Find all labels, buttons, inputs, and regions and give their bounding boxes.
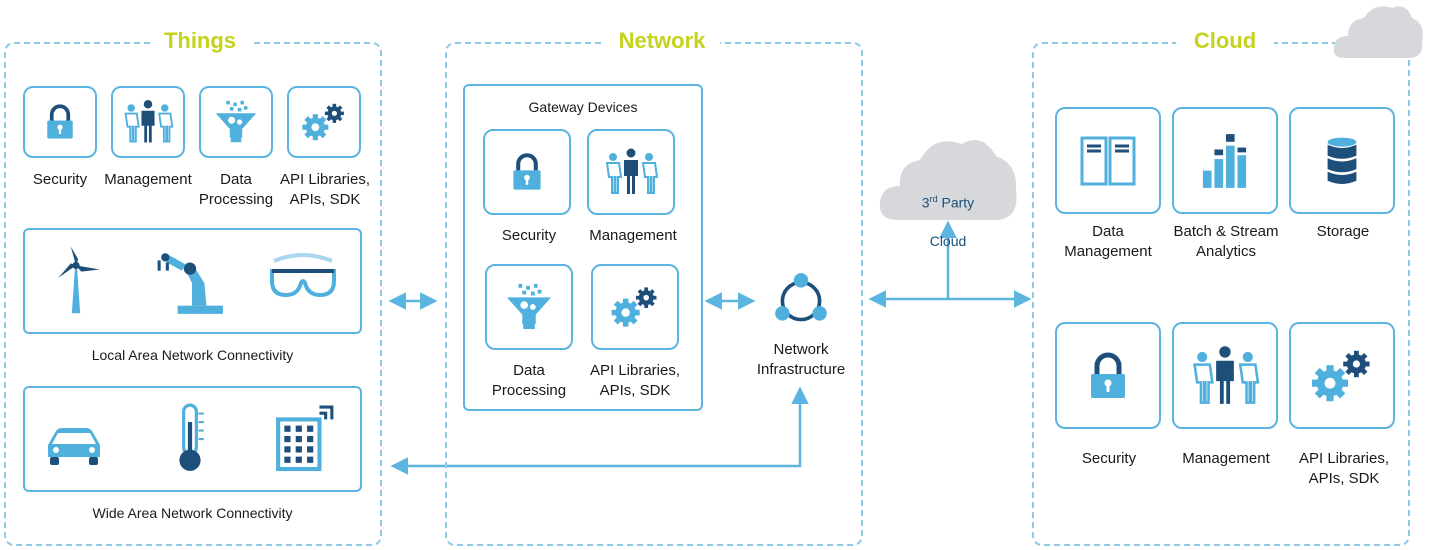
gateway-devices-panel[interactable] bbox=[463, 84, 703, 411]
gears-icon bbox=[298, 101, 350, 143]
people-icon bbox=[601, 147, 661, 197]
cloud-title: Cloud bbox=[1176, 28, 1274, 54]
things-security-label: Security bbox=[32, 171, 88, 188]
smart-glasses-icon bbox=[268, 250, 338, 302]
padlock-icon bbox=[511, 151, 543, 193]
network-title: Network bbox=[604, 28, 720, 54]
robot-arm-icon bbox=[155, 248, 227, 316]
cloud-management-label: Management bbox=[1182, 450, 1270, 467]
cloud-storage-label: Storage bbox=[1316, 223, 1370, 240]
people-icon bbox=[120, 99, 176, 145]
funnel-gears-icon bbox=[214, 100, 258, 144]
third-party-cloud-shape bbox=[879, 140, 1017, 220]
wind-turbine-icon bbox=[50, 246, 102, 316]
cloud-analytics-tile[interactable] bbox=[1172, 107, 1278, 214]
things-management-label: Management bbox=[104, 171, 192, 188]
gateway-management-tile[interactable] bbox=[587, 129, 675, 215]
network-infrastructure-label: Network Infrastructure bbox=[756, 341, 846, 378]
database-icon bbox=[1324, 135, 1360, 187]
cloud-api-tile[interactable] bbox=[1289, 322, 1395, 429]
cloud-security-label: Security bbox=[1081, 450, 1137, 467]
things-title: Things bbox=[150, 28, 250, 54]
cloud-data-management-tile[interactable] bbox=[1055, 107, 1161, 214]
things-management-tile[interactable] bbox=[111, 86, 185, 158]
things-api-label: API Libraries, APIs, SDK bbox=[279, 171, 371, 208]
thermometer-icon bbox=[174, 403, 206, 473]
car-icon bbox=[44, 422, 104, 468]
gateway-devices-title: Gateway Devices bbox=[528, 99, 638, 115]
cloud-data-management-label: Data Management bbox=[1064, 223, 1152, 260]
third-party-prefix: 3 bbox=[921, 194, 930, 211]
padlock-icon bbox=[1088, 350, 1128, 402]
gateway-security-tile[interactable] bbox=[483, 129, 571, 215]
things-data-processing-label: Data Processing bbox=[198, 171, 274, 208]
third-party-suffix: Party bbox=[937, 194, 975, 211]
third-party-line2: Cloud bbox=[929, 232, 967, 249]
third-party-sup: rd bbox=[929, 194, 938, 204]
things-security-tile[interactable] bbox=[23, 86, 97, 158]
cloud-api-label: API Libraries, APIs, SDK bbox=[1298, 450, 1390, 487]
things-api-tile[interactable] bbox=[287, 86, 361, 158]
cloud-analytics-label: Batch & Stream Analytics bbox=[1173, 223, 1279, 260]
network-nodes-icon bbox=[770, 272, 832, 330]
people-icon bbox=[1187, 345, 1263, 407]
smart-building-icon bbox=[274, 402, 336, 472]
bar-chart-icon bbox=[1201, 132, 1249, 190]
gateway-data-processing-tile[interactable] bbox=[485, 264, 573, 350]
gateway-api-label: API Libraries, APIs, SDK bbox=[589, 362, 681, 399]
padlock-icon bbox=[45, 103, 75, 141]
gears-icon bbox=[1306, 347, 1378, 405]
third-party-cloud-label: 3rd Party Cloud bbox=[896, 171, 1000, 251]
gateway-security-label: Security bbox=[501, 227, 557, 244]
gateway-api-tile[interactable] bbox=[591, 264, 679, 350]
cloud-management-tile[interactable] bbox=[1172, 322, 1278, 429]
cloud-security-tile[interactable] bbox=[1055, 322, 1161, 429]
data-files-icon bbox=[1078, 136, 1138, 186]
wan-panel[interactable] bbox=[23, 386, 362, 492]
cloud-decoration-icon bbox=[1333, 6, 1423, 58]
gateway-management-label: Management bbox=[589, 227, 677, 244]
lan-label: Local Area Network Connectivity bbox=[91, 347, 294, 363]
wan-infrastructure-arrow bbox=[390, 386, 809, 475]
gears-icon bbox=[607, 284, 663, 330]
gateway-data-processing-label: Data Processing bbox=[491, 362, 567, 399]
things-data-processing-tile[interactable] bbox=[199, 86, 273, 158]
cloud-storage-tile[interactable] bbox=[1289, 107, 1395, 214]
wan-label: Wide Area Network Connectivity bbox=[92, 505, 293, 521]
funnel-gears-icon bbox=[505, 283, 553, 331]
lan-panel[interactable] bbox=[23, 228, 362, 334]
